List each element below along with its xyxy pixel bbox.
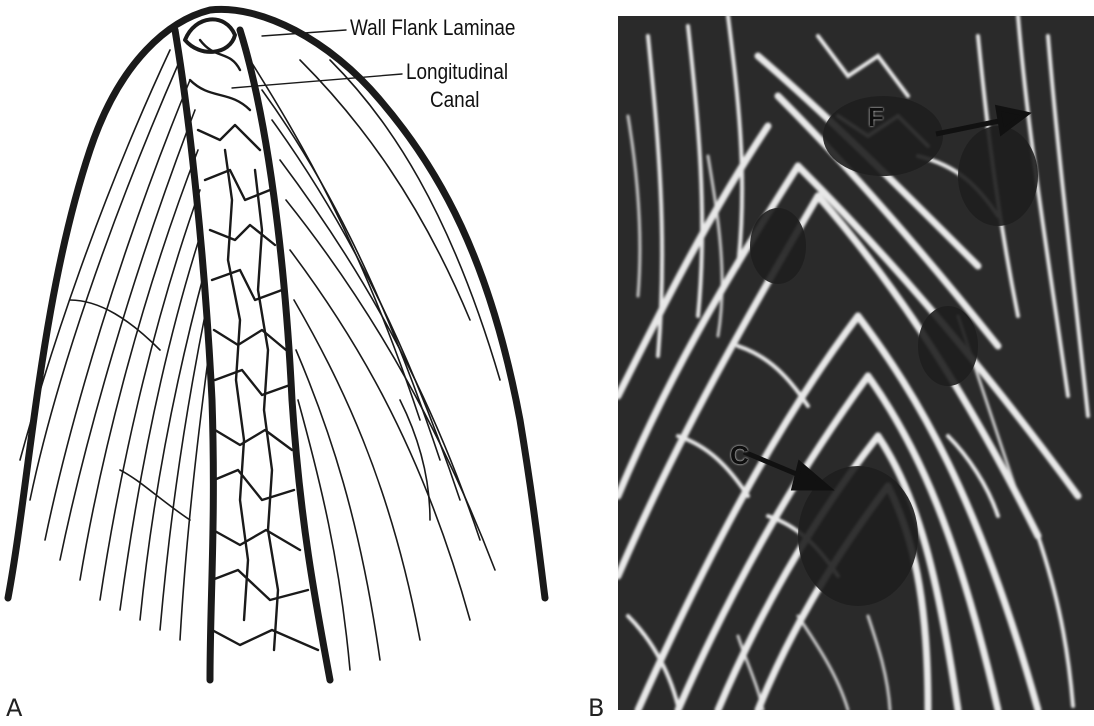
canal-left-wall xyxy=(175,30,213,680)
callout-wall-flank-laminae: Wall Flank Laminae xyxy=(350,16,515,39)
micrograph-image xyxy=(618,16,1094,710)
feature-label-c: C xyxy=(730,440,749,471)
laminae-drawing xyxy=(0,0,600,726)
drawing-panel-a: Wall Flank Laminae Longitudinal Canal xyxy=(0,0,600,726)
feature-label-f: F xyxy=(868,102,884,133)
panel-letter-a: A xyxy=(6,696,22,720)
canal-right-wall xyxy=(240,30,330,680)
panel-letter-b: B xyxy=(588,696,604,720)
apex-cap xyxy=(185,19,235,52)
callout-longitudinal-canal-line2: Canal xyxy=(430,88,479,111)
leader-longitudinal xyxy=(232,74,402,88)
micrograph-panel-b: F C xyxy=(618,16,1094,710)
callout-longitudinal-canal-line1: Longitudinal xyxy=(406,60,508,83)
